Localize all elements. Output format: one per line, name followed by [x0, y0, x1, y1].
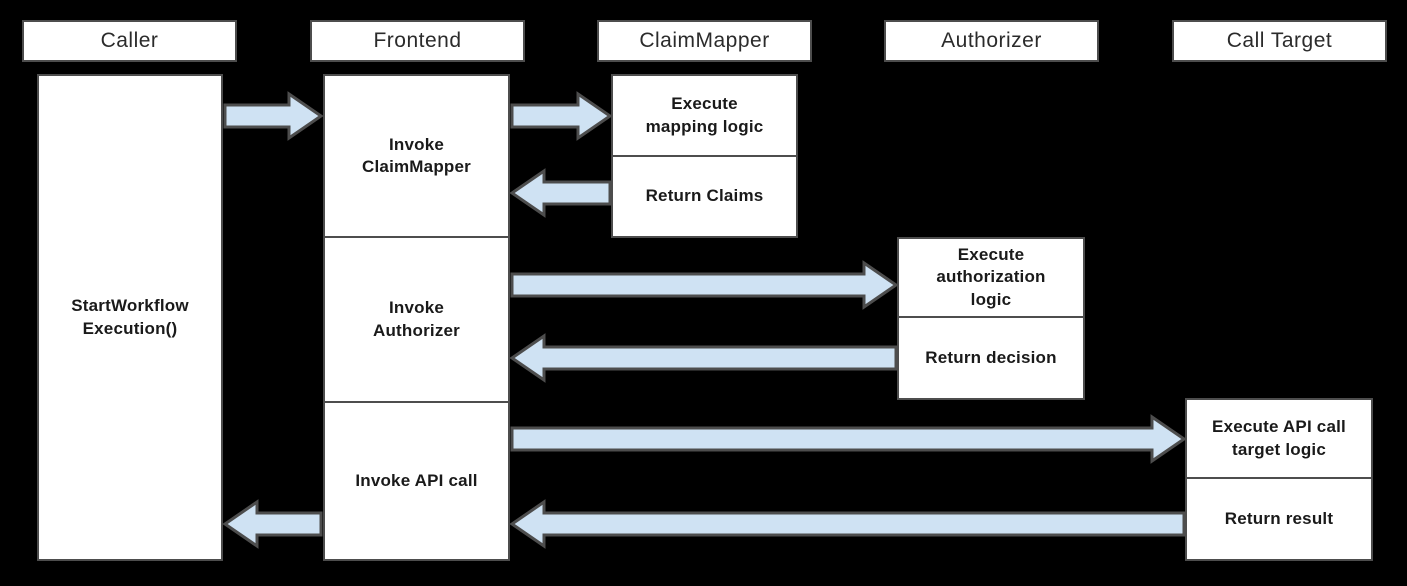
activation-label: Execute authorization logic — [936, 245, 1046, 309]
activation-label: Execute mapping logic — [645, 94, 764, 136]
actor-label: Frontend — [373, 29, 462, 52]
actor-label: Caller — [100, 29, 159, 52]
arrow-frontend-to-calltarget — [510, 414, 1187, 464]
actor-header-frontend: Frontend — [310, 20, 525, 62]
arrow-calltarget-to-frontend — [509, 499, 1186, 549]
activation-frontend-invoke-claimmapper: Invoke ClaimMapper — [323, 74, 510, 238]
activation-authorizer-return-decision: Return decision — [897, 316, 1085, 400]
activation-label: Invoke API call — [355, 470, 478, 490]
activation-label: StartWorkflow Execution() — [71, 296, 189, 338]
arrow-frontend-to-claimmapper — [510, 91, 613, 141]
activation-authorizer-execute-authorization-logic: Execute authorization logic — [897, 237, 1085, 318]
activation-label: Return decision — [925, 347, 1057, 367]
arrow-claimmapper-to-frontend — [509, 168, 612, 218]
activation-claimmapper-return-claims: Return Claims — [611, 155, 798, 238]
actor-header-calltarget: Call Target — [1172, 20, 1387, 62]
actor-label: Authorizer — [941, 29, 1042, 52]
activation-claimmapper-execute-mapping-logic: Execute mapping logic — [611, 74, 798, 157]
activation-frontend-invoke-api-call: Invoke API call — [323, 401, 510, 561]
actor-label: Call Target — [1226, 29, 1333, 52]
arrow-frontend-to-caller — [222, 499, 323, 549]
arrow-frontend-to-authorizer — [510, 260, 899, 310]
actor-header-caller: Caller — [22, 20, 237, 62]
activation-label: Invoke Authorizer — [373, 298, 460, 340]
activation-label: Invoke ClaimMapper — [362, 134, 471, 176]
actor-header-authorizer: Authorizer — [884, 20, 1099, 62]
activation-calltarget-execute-api-call-target-logic: Execute API call target logic — [1185, 398, 1373, 479]
activation-label: Return Claims — [645, 186, 764, 206]
arrow-caller-to-frontend — [223, 91, 324, 141]
activation-label: Return result — [1224, 508, 1334, 528]
activation-calltarget-return-result: Return result — [1185, 477, 1373, 561]
activation-frontend-invoke-authorizer: Invoke Authorizer — [323, 236, 510, 403]
actor-label: ClaimMapper — [639, 29, 770, 52]
activation-label: Execute API call target logic — [1212, 417, 1346, 459]
arrow-authorizer-to-frontend — [509, 333, 898, 383]
actor-header-claimmapper: ClaimMapper — [597, 20, 812, 62]
activation-caller-startworkflowexecution: StartWorkflow Execution() — [37, 74, 223, 561]
